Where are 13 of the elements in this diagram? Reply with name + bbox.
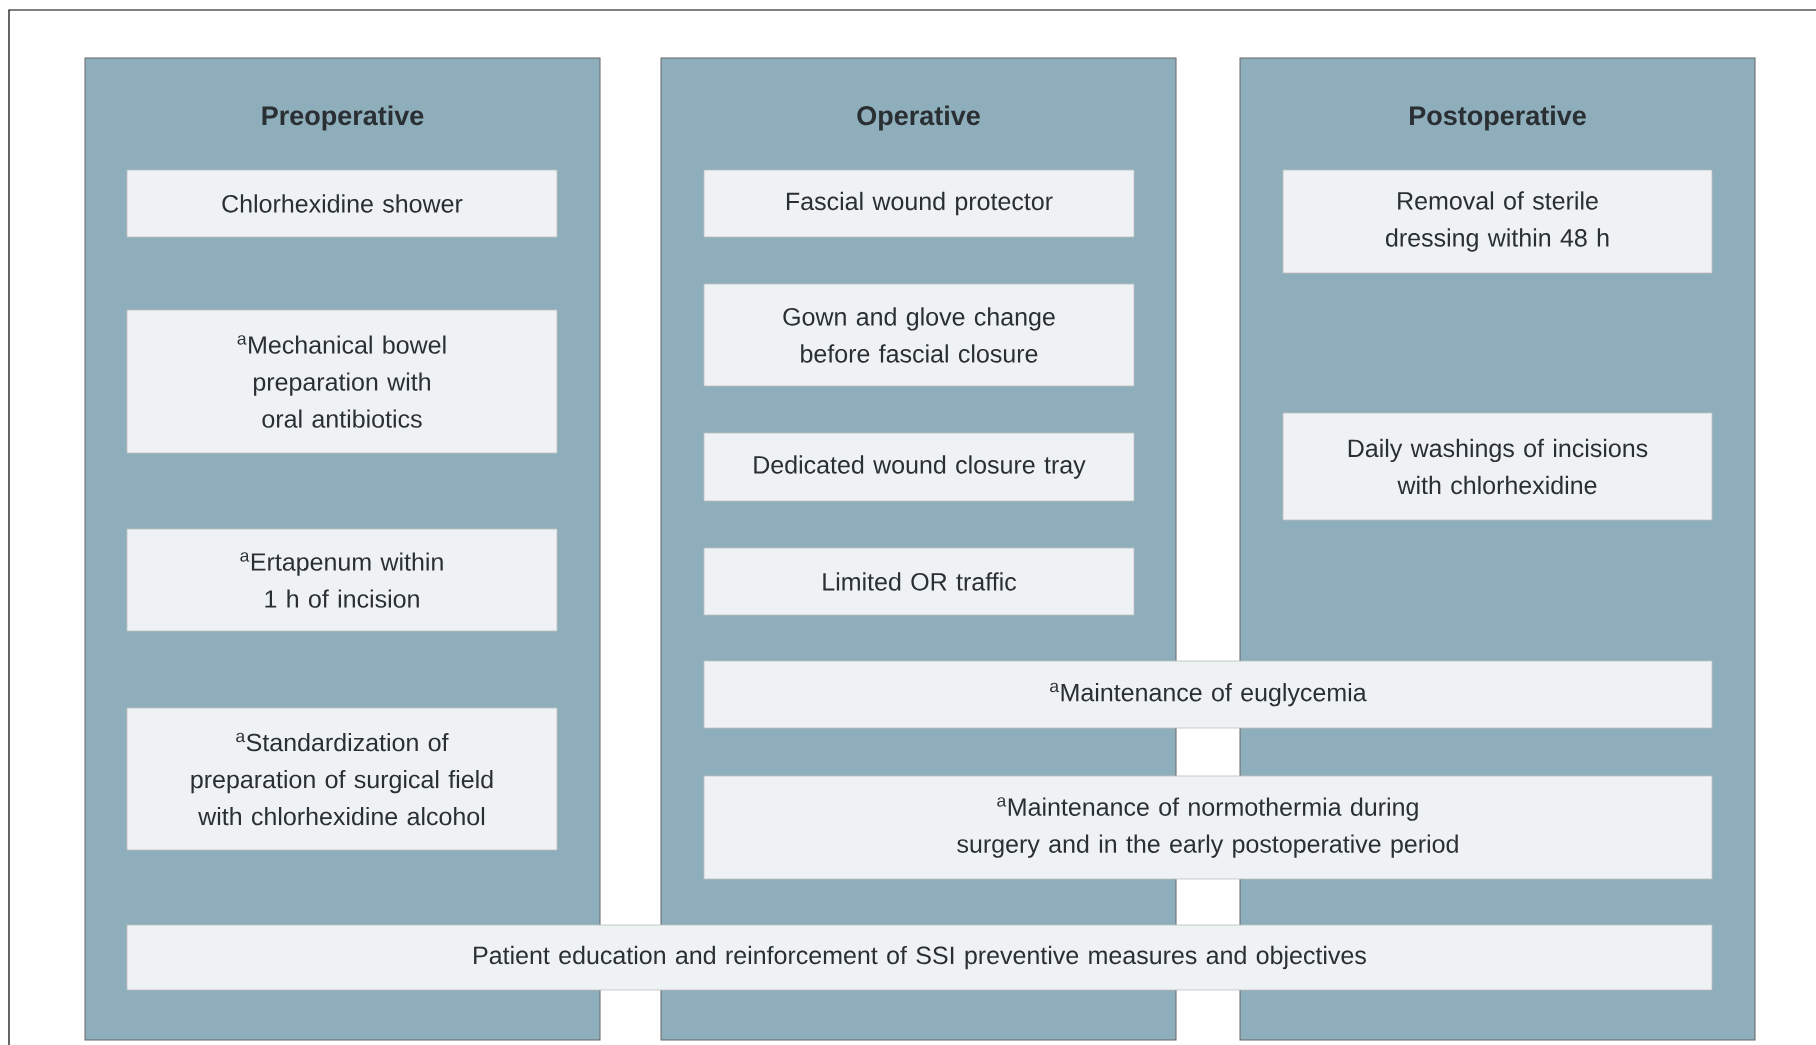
measure-box: Fascial wound protector bbox=[703, 169, 1135, 238]
measure-box: $^{a}$Maintenance of normothermia during surgery and in the early postoperative period bbox=[703, 775, 1713, 880]
measure-box: Patient education and reinforcement of SSI preventive measures and objectives bbox=[126, 924, 1713, 991]
measure-box: $^{a}$Maintenance of euglycemia bbox=[703, 660, 1713, 729]
measure-box: Daily washings of incisions with chlorhexidine bbox=[1282, 412, 1713, 521]
measure-box: $^{a}$Standardization of preparation of surgical field with chlorhexidine alcohol bbox=[126, 707, 558, 851]
measure-box: Dedicated wound closure tray bbox=[703, 432, 1135, 502]
measure-box: Gown and glove change before fascial closure bbox=[703, 283, 1135, 387]
measure-box: Limited OR traffic bbox=[703, 547, 1135, 616]
measure-box: $^{a}$Ertapenum within 1 h of incision bbox=[126, 528, 558, 632]
measure-box: Chlorhexidine shower bbox=[126, 169, 558, 238]
measure-box: $^{a}$Mechanical bowel preparation with oral antibiotics bbox=[126, 309, 558, 454]
measure-box: Removal of sterile dressing within 48 h bbox=[1282, 169, 1713, 274]
